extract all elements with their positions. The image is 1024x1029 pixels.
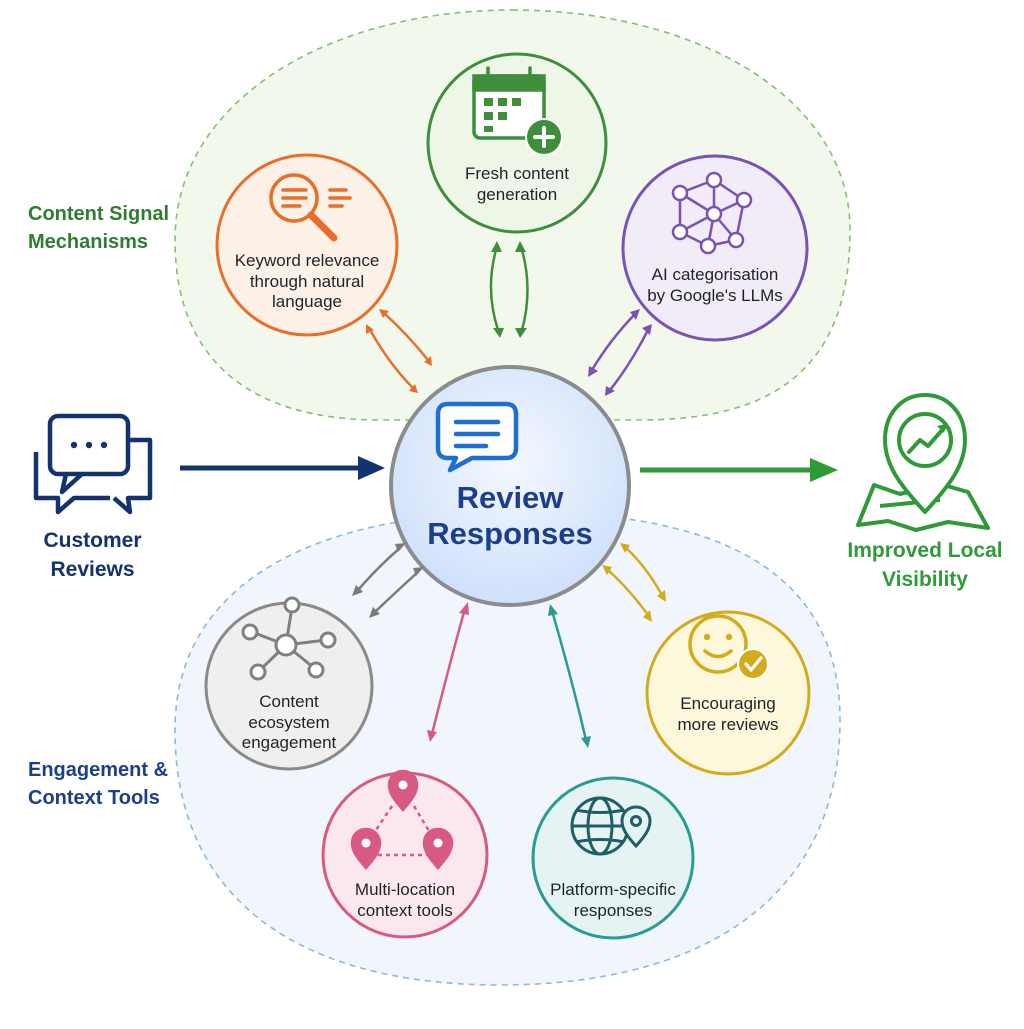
search-document-icon — [269, 173, 352, 242]
fresh-label-line1: Fresh content — [465, 164, 569, 183]
smiley-check-icon — [688, 614, 769, 680]
multilocation-label-line1: Multi-location — [354, 880, 456, 899]
fresh-connector-arrows — [489, 241, 529, 338]
customer-reviews-line1: Customer — [43, 529, 142, 552]
keyword-node-label: Keyword relevance through natural langua… — [222, 251, 392, 313]
customer-reviews-label: Customer Reviews — [10, 526, 175, 585]
content-signal-group-title: Content Signal Mechanisms — [28, 200, 208, 256]
ai-label-line1: AI categorisation — [651, 265, 779, 284]
improved-visibility-label: Improved Local Visibility — [840, 536, 1010, 595]
multilocation-node-label: Multi-location context tools — [330, 880, 480, 921]
globe-pin-icon — [570, 796, 652, 856]
engagement-group-title: Engagement & Context Tools — [28, 756, 208, 812]
hub-nodes-icon — [241, 596, 337, 681]
keyword-connector-arrows — [366, 309, 432, 393]
center-title-line2: Responses — [427, 515, 593, 551]
ecosystem-connector-arrows — [352, 543, 424, 618]
network-nodes-icon — [671, 171, 753, 255]
keyword-label-line1: Keyword relevance — [234, 251, 380, 270]
multilocation-connector-arrow — [427, 602, 469, 742]
platform-connector-arrow — [548, 604, 591, 748]
improved-visibility-line1: Improved Local — [847, 539, 1003, 562]
ecosystem-label-line2: ecosystem — [248, 712, 330, 732]
encouraging-label-line2: more reviews — [677, 714, 779, 734]
fresh-node-label: Fresh content generation — [437, 164, 597, 205]
input-arrow — [180, 456, 385, 480]
keyword-node-circle — [215, 153, 399, 337]
multilocation-label-line2: context tools — [357, 900, 453, 920]
ecosystem-label-line1: Content — [259, 692, 319, 711]
map-pin-trend-icon — [856, 393, 990, 532]
output-arrow — [640, 458, 838, 482]
ecosystem-label-line3: engagement — [241, 733, 337, 753]
keyword-label-line3: language — [272, 292, 342, 312]
platform-label-line1: Platform-specific — [550, 880, 676, 899]
chat-bubble-icon — [435, 401, 519, 473]
chat-bubbles-icon — [33, 413, 153, 515]
center-title-line1: Review — [456, 480, 564, 515]
ai-node-label: AI categorisation by Google's LLMs — [630, 265, 800, 306]
platform-node-label: Platform-specific responses — [538, 880, 688, 921]
calendar-add-icon — [472, 66, 563, 156]
encouraging-node-label: Encouraging more reviews — [653, 694, 803, 735]
keyword-label-line2: through natural — [249, 271, 365, 291]
customer-reviews-line2: Reviews — [50, 558, 135, 582]
platform-label-line2: responses — [573, 900, 653, 920]
ecosystem-node-label: Content ecosystem engagement — [214, 692, 364, 754]
content-signal-title-line2: Mechanisms — [28, 231, 149, 253]
encouraging-connector-arrows — [602, 543, 666, 622]
center-title: Review Responses — [400, 480, 620, 551]
ai-connector-arrows — [588, 309, 652, 396]
ai-label-line2: by Google's LLMs — [647, 285, 783, 305]
location-pins-icon — [350, 769, 454, 870]
encouraging-node-circle — [645, 610, 811, 776]
engagement-title-line2: Context Tools — [28, 787, 160, 809]
encouraging-label-line1: Encouraging — [680, 694, 776, 713]
fresh-label-line2: generation — [476, 184, 558, 204]
improved-visibility-line2: Visibility — [882, 568, 968, 592]
engagement-title-line1: Engagement & — [28, 759, 169, 781]
content-signal-title-line1: Content Signal — [28, 203, 170, 225]
